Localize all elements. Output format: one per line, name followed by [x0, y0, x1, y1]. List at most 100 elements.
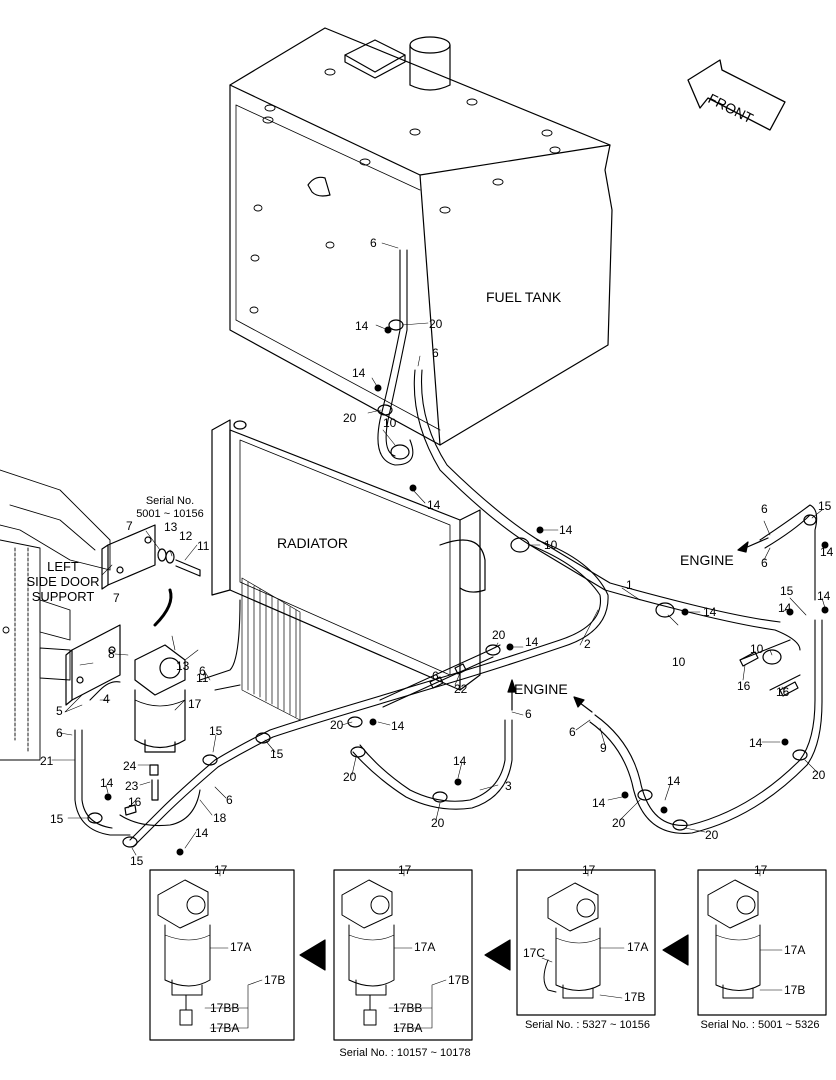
callout-8: 8	[108, 647, 115, 661]
callout-14: 14	[100, 776, 114, 790]
callout-15: 15	[130, 854, 144, 868]
callout-16: 16	[737, 679, 751, 693]
callout-5: 5	[56, 704, 63, 718]
engine-label-center: ENGINE	[514, 681, 568, 697]
front-arrow-icon	[687, 59, 786, 131]
variant-panels	[149, 869, 827, 1041]
panel4-callout-17A: 17A	[784, 943, 806, 957]
callout-6: 6	[226, 793, 233, 807]
callout-21: 21	[40, 754, 54, 768]
bracket-drawing	[65, 624, 121, 706]
panel1-callout-17A: 17A	[230, 940, 252, 954]
callout-6: 6	[370, 236, 377, 250]
panel3-serial: Serial No. : 5327 ~ 10156	[524, 1019, 651, 1031]
panel1-callout-17BA: 17BA	[210, 1021, 240, 1035]
callout-14: 14	[355, 319, 369, 333]
panel3-callout-17: 17	[582, 863, 596, 877]
left-side-door-support-label: LEFT SIDE DOOR SUPPORT	[26, 559, 100, 604]
callout-20: 20	[612, 816, 626, 830]
callout-14: 14	[749, 736, 763, 750]
fuel-tank-drawing	[229, 27, 613, 446]
callout-13: 13	[164, 520, 178, 534]
callout-15: 15	[209, 724, 223, 738]
callout-6: 6	[761, 502, 768, 516]
fuel-filter-drawing	[134, 644, 186, 801]
callout-6: 6	[56, 726, 63, 740]
panel3-callout-17B: 17B	[624, 990, 646, 1004]
left-frame-drawing	[0, 469, 111, 761]
inset-bracket-drawing	[101, 524, 201, 627]
radiator-label: RADIATOR	[277, 535, 349, 551]
callout-3: 3	[505, 779, 512, 793]
panel1-callout-17B: 17B	[264, 973, 286, 987]
panel2-callout-17A: 17A	[414, 940, 436, 954]
callout-14: 14	[778, 601, 792, 615]
panel3-callout-17C: 17C	[523, 946, 546, 960]
callout-20: 20	[431, 816, 445, 830]
engine-label-right: ENGINE	[680, 552, 734, 568]
callout-6: 6	[569, 725, 576, 739]
panel2-callout-17BA: 17BA	[393, 1021, 423, 1035]
callout-9: 9	[600, 741, 607, 755]
callout-18: 18	[213, 811, 227, 825]
callout-11: 11	[196, 671, 209, 685]
callout-14: 14	[820, 545, 834, 559]
panel2-callout-17B: 17B	[448, 973, 470, 987]
bolt-markers	[104, 326, 829, 856]
callout-7: 7	[113, 591, 120, 605]
callout-15: 15	[780, 584, 794, 598]
callout-4: 4	[103, 692, 110, 706]
callout-14: 14	[667, 774, 681, 788]
fuel-hoses	[74, 249, 823, 848]
callout-20: 20	[343, 770, 357, 784]
callout-14: 14	[195, 826, 209, 840]
callout-14: 14	[427, 498, 441, 512]
callout-2: 2	[584, 637, 591, 651]
callout-20: 20	[705, 828, 719, 842]
leader-lines	[51, 242, 826, 856]
callout-10: 10	[544, 538, 558, 552]
callout-14: 14	[559, 523, 573, 537]
callout-16: 16	[776, 685, 790, 699]
callout-17: 17	[188, 697, 202, 711]
callout-14: 14	[592, 796, 606, 810]
callout-16: 16	[128, 795, 142, 809]
callout-14: 14	[391, 719, 405, 733]
panel2-callout-17BB: 17BB	[393, 1001, 423, 1015]
fuel-tank-label: FUEL TANK	[486, 289, 562, 305]
fittings	[124, 651, 799, 816]
callout-20: 20	[343, 411, 357, 425]
callout-6: 6	[525, 707, 532, 721]
panel2-serial: Serial No. : 10157 ~ 10178	[339, 1047, 471, 1059]
callout-11: 11	[197, 539, 210, 553]
callout-20: 20	[330, 718, 344, 732]
callout-20: 20	[812, 768, 826, 782]
callout-6: 6	[199, 664, 206, 678]
callout-13: 13	[176, 659, 190, 673]
callout-10: 10	[672, 655, 686, 669]
panel1-callout-17BB: 17BB	[210, 1001, 240, 1015]
callout-20: 20	[429, 317, 443, 331]
panel4-serial: Serial No. : 5001 ~ 5326	[700, 1019, 820, 1031]
callout-14: 14	[453, 754, 467, 768]
callout-22: 22	[454, 682, 468, 696]
callout-14: 14	[352, 366, 366, 380]
engine-arrow-icon	[507, 537, 769, 713]
callout-14: 14	[525, 635, 539, 649]
callout-10: 10	[383, 416, 397, 430]
radiator-drawing	[211, 419, 486, 721]
callout-10: 10	[750, 642, 764, 656]
panel1-callout-17: 17	[214, 863, 228, 877]
callout-15: 15	[818, 499, 832, 513]
callout-12: 12	[179, 529, 193, 543]
callout-6: 6	[432, 346, 439, 360]
callout-20: 20	[492, 628, 506, 642]
callout-15: 15	[50, 812, 64, 826]
callout-1: 1	[626, 578, 633, 592]
panel2-callout-17: 17	[398, 863, 412, 877]
hose-clamps	[87, 319, 817, 848]
callout-14: 14	[817, 589, 831, 603]
callout-7: 7	[126, 519, 133, 533]
callout-15: 15	[270, 747, 284, 761]
